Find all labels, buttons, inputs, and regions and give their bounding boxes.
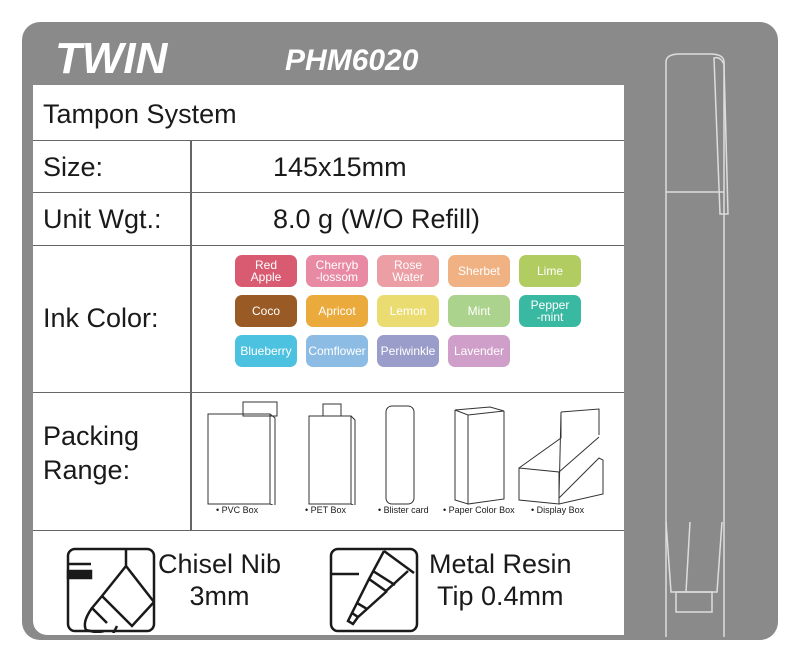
paper-color-box-icon <box>454 406 505 505</box>
swatch-line: Coco <box>251 304 280 318</box>
row-size: Size: 145x15mm <box>33 140 624 193</box>
swatch-line: Blueberry <box>240 344 292 358</box>
swatch-line: Apple <box>250 270 282 284</box>
swatch-line: Comflower <box>308 344 366 358</box>
color-swatch-label: Lemon <box>390 305 427 317</box>
swatch-line: Apricot <box>318 304 356 318</box>
packing-item-label: • Paper Color Box <box>443 505 515 515</box>
display-box-icon <box>518 408 604 505</box>
color-swatch-lemon: Lemon <box>377 295 439 327</box>
color-swatch-label: Lime <box>537 265 563 277</box>
color-swatch-mint: Mint <box>448 295 510 327</box>
swatch-line: -mint <box>536 310 564 324</box>
row-system: Tampon System <box>33 85 624 141</box>
color-swatch-blueberry: Blueberry <box>235 335 297 367</box>
pvc-box-icon <box>207 401 278 505</box>
pen-illustration <box>665 53 729 637</box>
packing-label-2: Range: <box>43 455 131 485</box>
metal-tip-icon <box>329 547 419 633</box>
color-swatch-label: Blueberry <box>240 345 291 357</box>
swatch-line: Lime <box>536 264 563 278</box>
swatch-line: Lavender <box>453 344 505 358</box>
color-swatch-coco: Coco <box>235 295 297 327</box>
weight-label: Unit Wgt.: <box>43 204 162 234</box>
blister-card-icon <box>385 405 415 505</box>
color-swatch-sherbet: Sherbet <box>448 255 510 287</box>
nib-2-line-1: Metal Resin <box>429 549 572 579</box>
model-number: PHM6020 <box>285 44 419 77</box>
color-swatch-cherryblossom: Cherryb-lossom <box>306 255 368 287</box>
row-weight: Unit Wgt.: 8.0 g (W/O Refill) <box>33 192 624 246</box>
packing-label-1: Packing <box>43 421 140 451</box>
packing-item-label: • PET Box <box>305 505 347 515</box>
packing-illustrations <box>207 401 604 505</box>
color-swatch-label: Coco <box>252 305 280 317</box>
color-swatch-label: Sherbet <box>458 265 500 277</box>
color-swatch-cornflower: Comflower <box>306 335 368 367</box>
color-swatch-label: Pepper-mint <box>531 299 570 323</box>
color-swatch-label: Cherryb-lossom <box>316 259 359 283</box>
swatch-line: Cherryb <box>315 258 359 272</box>
packing-item-label: • Blister card <box>378 505 429 515</box>
color-swatch-label: Apricot <box>318 305 355 317</box>
swatch-line: Pepper <box>530 298 570 312</box>
color-swatch-peppermint: Pepper-mint <box>519 295 581 327</box>
size-value: 145x15mm <box>273 152 407 182</box>
weight-value: 8.0 g (W/O Refill) <box>273 204 481 234</box>
spec-table: Tampon System Size: 145x15mm Unit Wgt.: … <box>33 85 624 635</box>
system-label: Tampon System <box>43 99 237 129</box>
swatch-line: Lemon <box>389 304 427 318</box>
color-swatch-lime: Lime <box>519 255 581 287</box>
nib-1-line-2: 3mm <box>189 581 250 611</box>
pet-box-icon <box>308 403 356 505</box>
color-swatch-lavender: Lavender <box>448 335 510 367</box>
swatch-line: -lossom <box>315 270 358 284</box>
swatch-line: Periwinkle <box>380 344 436 358</box>
color-swatch-label: Periwinkle <box>381 345 436 357</box>
color-swatch-periwinkle: Periwinkle <box>377 335 439 367</box>
swatch-line: Water <box>392 270 424 284</box>
swatch-line: Sherbet <box>457 264 501 278</box>
ink-label: Ink Color: <box>43 303 159 333</box>
column-divider <box>190 140 192 530</box>
nib-2-line-2: Tip 0.4mm <box>437 581 564 611</box>
product-title: TWIN <box>55 34 168 83</box>
nib-1-line-1: Chisel Nib <box>158 549 282 579</box>
swatch-line: Red <box>254 258 277 272</box>
chisel-nib-icon <box>66 547 156 633</box>
packing-item-label: • Display Box <box>531 505 585 515</box>
packing-item-label: • PVC Box <box>216 505 259 515</box>
color-swatch-label: Lavender <box>454 345 504 357</box>
swatch-line: Rose <box>393 258 422 272</box>
color-swatch-label: Mint <box>468 305 491 317</box>
color-swatch-label: Comflower <box>308 345 365 357</box>
color-swatch-apricot: Apricot <box>306 295 368 327</box>
size-label: Size: <box>43 152 104 182</box>
swatch-line: Mint <box>467 304 491 318</box>
